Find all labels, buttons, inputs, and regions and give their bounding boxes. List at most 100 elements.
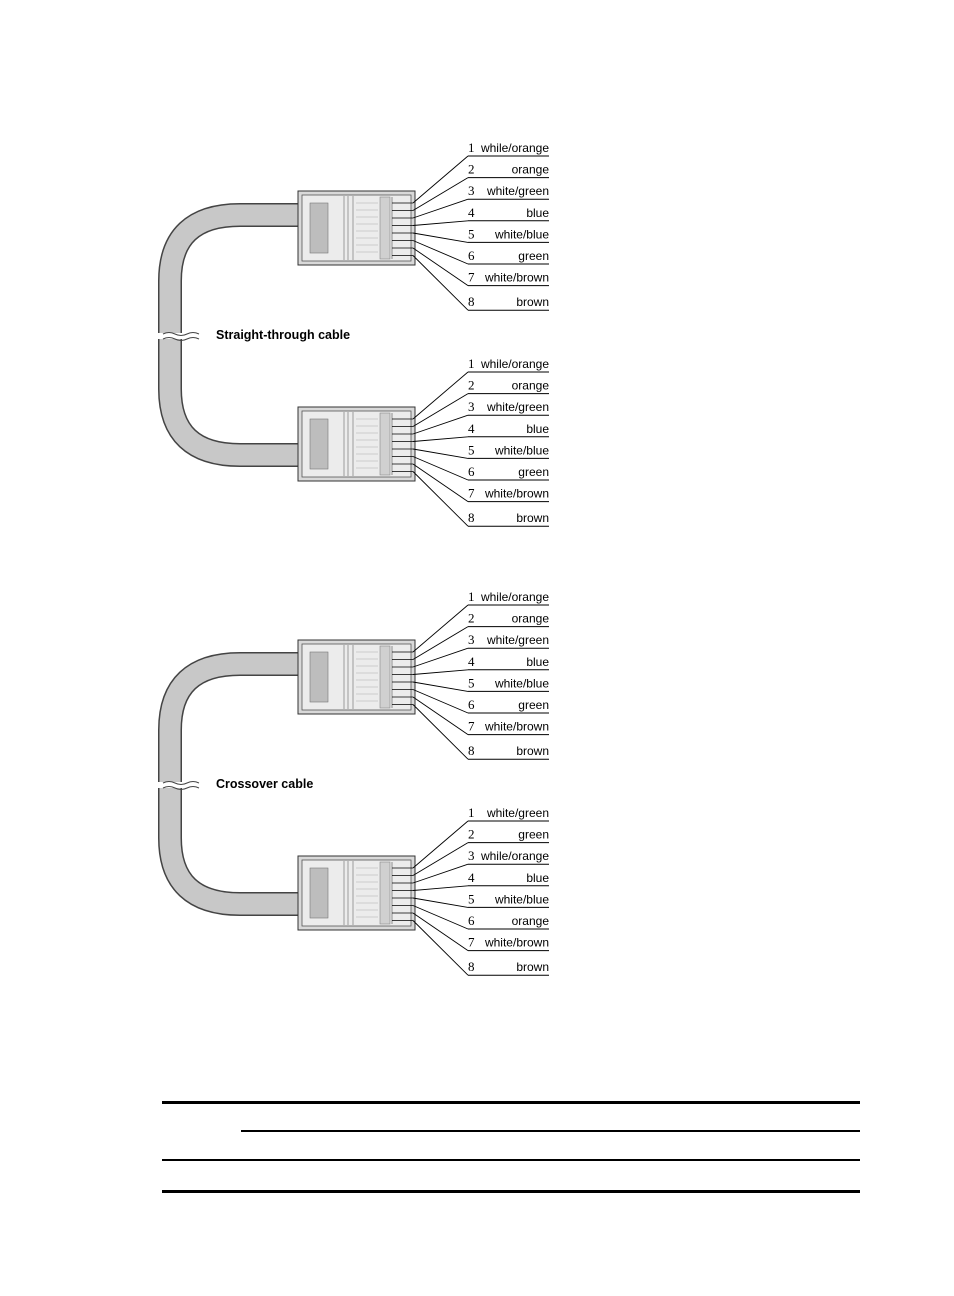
cable-break-gap: [156, 333, 196, 339]
pin-lead: [412, 448, 469, 459]
pin-number: 5: [468, 675, 475, 690]
pin-wire-color: blue: [526, 206, 549, 220]
pin-number: 1: [468, 356, 475, 371]
cable-type-label: Straight-through cable: [216, 328, 350, 342]
pin-number: 5: [468, 891, 475, 906]
pin-lead: [412, 842, 469, 876]
cable-break-mark: [162, 781, 200, 785]
pin-wire-color: while/orange: [480, 357, 549, 371]
connector-latch: [309, 418, 329, 470]
pin-lead: [412, 371, 469, 420]
pin-row: 3 white/green: [392, 632, 549, 668]
pin-number: 8: [468, 743, 475, 758]
pin-wire-color: blue: [526, 422, 549, 436]
pin-number: 4: [468, 205, 475, 220]
pin-number: 6: [468, 464, 475, 479]
pin-lead: [412, 647, 469, 668]
pin-number: 8: [468, 294, 475, 309]
pin-lead: [412, 177, 469, 211]
pin-number: 1: [468, 140, 475, 155]
pin-number: 6: [468, 248, 475, 263]
pin-row: 1 while/orange: [392, 356, 549, 420]
pin-lead: [412, 240, 469, 265]
pin-wire-color: green: [518, 828, 549, 842]
pin-wire-color: white/green: [486, 633, 549, 647]
pin-number: 6: [468, 697, 475, 712]
pin-number: 3: [468, 183, 475, 198]
pin-lead: [412, 897, 469, 908]
pin-lead: [412, 604, 469, 653]
pin-lead: [412, 669, 469, 675]
pin-number: 5: [468, 442, 475, 457]
pin-row: 7 white/brown: [392, 696, 549, 736]
pin-row: 7 white/brown: [392, 247, 549, 287]
pin-lead: [412, 393, 469, 427]
cable-break-mark: [162, 786, 200, 790]
pin-wire-color: white/brown: [484, 271, 549, 285]
pin-row: 4 blue: [392, 205, 549, 226]
pin-lead: [412, 463, 469, 502]
pin-row: 2 orange: [392, 162, 549, 211]
rj45-connector: [297, 406, 416, 482]
rj45-connector: [297, 639, 416, 715]
cable-break-mark: [162, 337, 200, 341]
pin-number: 3: [468, 399, 475, 414]
pin-wire-color: white/green: [486, 400, 549, 414]
pin-lead: [412, 436, 469, 442]
pin-wire-color: white/brown: [484, 487, 549, 501]
pin-number: 2: [468, 611, 475, 626]
pin-wire-color: while/orange: [480, 849, 549, 863]
pin-number: 2: [468, 378, 475, 393]
pin-lead: [412, 912, 469, 951]
pin-number: 7: [468, 719, 475, 734]
connector-contact-bar: [379, 861, 391, 925]
connector-latch: [309, 651, 329, 703]
pin-wire-color: white/brown: [484, 936, 549, 950]
pin-number: 2: [468, 162, 475, 177]
pin-row: 8 brown: [392, 704, 549, 760]
pin-lead: [412, 820, 469, 869]
pin-wire-color: orange: [512, 612, 550, 626]
pin-number: 1: [468, 589, 475, 604]
pin-wire-color: white/green: [486, 184, 549, 198]
pin-lead: [412, 255, 469, 311]
pin-wire-color: orange: [512, 163, 550, 177]
pin-wire-color: brown: [516, 744, 549, 758]
table-top-rule: [162, 1101, 860, 1104]
pin-number: 3: [468, 632, 475, 647]
pin-number: 6: [468, 913, 475, 928]
table-bottom-rule: [162, 1190, 860, 1193]
pin-wire-color: white/brown: [484, 720, 549, 734]
pin-lead: [412, 905, 469, 930]
pin-lead: [412, 696, 469, 735]
pin-lead: [412, 220, 469, 226]
pin-row: 4 blue: [392, 654, 549, 675]
pin-number: 4: [468, 654, 475, 669]
pin-lead: [412, 471, 469, 527]
rj45-connector: [297, 190, 416, 266]
connector-latch: [309, 867, 329, 919]
pin-wire-color: green: [518, 465, 549, 479]
pin-lead: [412, 626, 469, 660]
pin-wire-color: blue: [526, 655, 549, 669]
pin-lead: [412, 681, 469, 692]
pin-wire-color: blue: [526, 871, 549, 885]
pin-lead: [412, 920, 469, 976]
pin-number: 7: [468, 270, 475, 285]
pin-lead: [412, 704, 469, 760]
pin-lead: [412, 689, 469, 714]
pin-wire-color: white/blue: [494, 227, 549, 241]
